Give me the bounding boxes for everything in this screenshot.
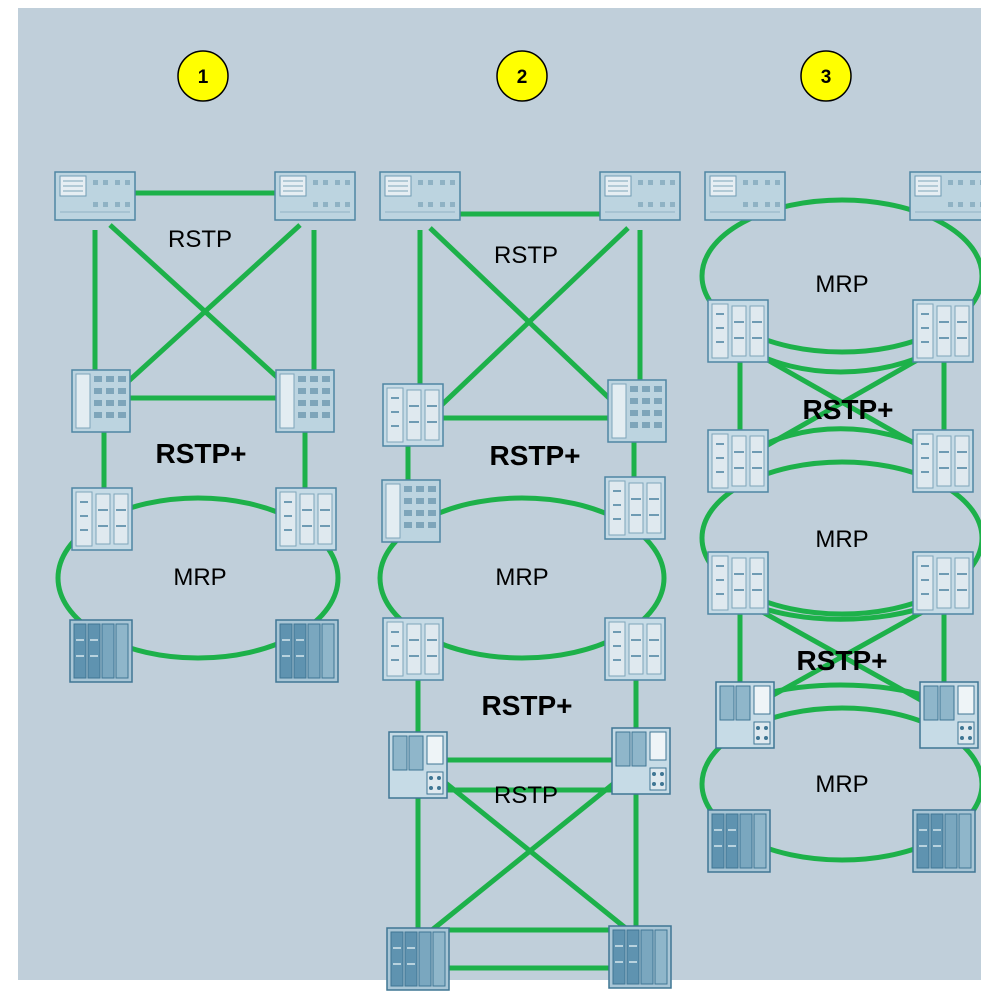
column-3-mrp2-upper-right-switch-icon xyxy=(912,429,974,493)
column-1-rstp-right-switch-icon xyxy=(275,369,335,433)
column-2-number-badge: 2 xyxy=(496,50,548,102)
column-3-bottom-left-device-icon xyxy=(707,809,771,873)
column-3-mrp2-lower-left-switch-icon xyxy=(707,551,769,615)
column-2-mrp-right-switch-icon xyxy=(604,476,666,540)
column-2-rstp-right-switch-icon xyxy=(607,379,667,443)
column-3-mrp1-left-switch-icon xyxy=(707,299,769,363)
column-3-bottom-right-device-icon xyxy=(912,809,976,873)
column-2-mrp-left-switch-icon xyxy=(381,479,441,543)
column-1-rstp-left-switch-icon xyxy=(71,369,131,433)
column-1-bottom-left-device-icon xyxy=(69,619,133,683)
column-2-right-controller-icon xyxy=(611,727,671,795)
column-1: RSTP RSTP+ MRP 1 xyxy=(54,50,356,683)
column-2-bottom-rstp-label: RSTP xyxy=(494,782,558,809)
column-2-rstp-left-switch-icon xyxy=(382,383,444,447)
column-3-left-controller-icon xyxy=(715,681,775,749)
column-3-mrp2-lower-right-switch-icon xyxy=(912,551,974,615)
column-3-mrp-label-3: MRP xyxy=(815,771,868,798)
column-1-top-right-switch-icon xyxy=(274,171,356,221)
column-3-number-badge: 3 xyxy=(800,50,852,102)
column-2-rstp-plus-label-2: RSTP+ xyxy=(481,690,572,721)
column-2: RSTP RSTP+ MRP RSTP+ RSTP 2 xyxy=(377,50,681,991)
column-1-rstp-label: RSTP xyxy=(168,226,232,253)
column-3-number: 3 xyxy=(821,67,832,88)
column-1-mrp-label: MRP xyxy=(173,564,226,591)
column-1-mrp-right-switch-icon xyxy=(275,487,337,551)
column-2-lower-right-switch-icon xyxy=(604,617,666,681)
column-3-mrp1-right-switch-icon xyxy=(912,299,974,363)
column-3-top-left-switch-icon xyxy=(704,171,786,221)
column-2-rstp-label: RSTP xyxy=(494,242,558,269)
column-2-left-controller-icon xyxy=(388,731,448,799)
column-2-number: 2 xyxy=(517,67,528,88)
column-2-rstp-plus-label-1: RSTP+ xyxy=(489,440,580,471)
column-3-mrp-label-2: MRP xyxy=(815,526,868,553)
column-1-top-left-switch-icon xyxy=(54,171,136,221)
column-1-number-badge: 1 xyxy=(177,50,229,102)
column-2-top-left-switch-icon xyxy=(379,171,461,221)
column-2-mrp-label: MRP xyxy=(495,564,548,591)
column-1-mrp-left-switch-icon xyxy=(71,487,133,551)
column-1-bottom-right-device-icon xyxy=(275,619,339,683)
column-3-mrp2-upper-left-switch-icon xyxy=(707,429,769,493)
column-3: MRP RSTP+ MRP RSTP+ MRP 3 xyxy=(699,50,981,873)
column-3-right-controller-icon xyxy=(919,681,979,749)
column-2-lower-left-switch-icon xyxy=(382,617,444,681)
diagram-background xyxy=(18,8,981,980)
column-1-links xyxy=(55,190,341,661)
column-2-top-right-switch-icon xyxy=(599,171,681,221)
column-3-rstp-plus-label-1: RSTP+ xyxy=(802,394,893,425)
column-1-rstp-plus-label: RSTP+ xyxy=(155,438,246,469)
column-2-bottom-left-device-icon xyxy=(386,927,450,991)
column-2-bottom-right-device-icon xyxy=(608,925,672,989)
column-1-number: 1 xyxy=(198,67,209,88)
column-3-top-right-switch-icon xyxy=(909,171,981,221)
column-3-rstp-plus-label-2: RSTP+ xyxy=(796,645,887,676)
column-3-mrp-label-1: MRP xyxy=(815,271,868,298)
